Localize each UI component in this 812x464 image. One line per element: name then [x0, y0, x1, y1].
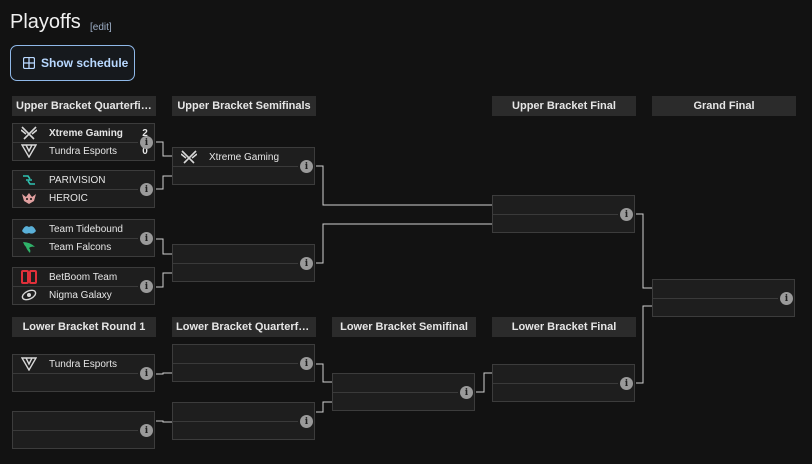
connector-lbsf — [476, 372, 492, 393]
tundra-esports-logo-icon — [21, 143, 37, 159]
team-row[interactable]: Xtreme Gaming — [173, 148, 279, 166]
team-name: Tundra Esports — [49, 145, 117, 157]
team-name: HEROIC — [49, 192, 88, 204]
header-upper-bracket-semifinals: Upper Bracket Semifinals — [172, 96, 316, 116]
team-row[interactable]: HEROIC — [13, 189, 88, 207]
xtreme-gaming-logo-icon — [181, 149, 197, 165]
tundra-esports-logo-icon — [21, 356, 37, 372]
team-row[interactable]: Tundra Esports — [13, 142, 117, 160]
match-lower-semifinal[interactable]: i — [332, 373, 475, 411]
connector-lbr1a — [156, 372, 172, 375]
connector-ubf — [636, 213, 652, 289]
match-info-icon[interactable]: i — [460, 386, 473, 399]
match-lbqf-2[interactable]: i — [172, 402, 315, 440]
match-lower-final[interactable]: i — [492, 364, 635, 402]
match-info-icon[interactable]: i — [140, 232, 153, 245]
match-lbr1-1[interactable]: Tundra Esports i — [12, 354, 155, 392]
header-upper-bracket-final: Upper Bracket Final — [492, 96, 636, 116]
page-title: Playoffs — [10, 11, 81, 33]
team-row[interactable]: Tundra Esports — [13, 355, 117, 373]
team-row[interactable]: PARIVISION — [13, 171, 106, 189]
team-row[interactable]: BetBoom Team — [13, 268, 117, 286]
match-info-icon[interactable]: i — [140, 280, 153, 293]
header-lower-bracket-round-1: Lower Bracket Round 1 — [12, 317, 156, 337]
nigma-galaxy-logo-icon — [21, 287, 37, 303]
match-info-icon[interactable]: i — [300, 257, 313, 270]
match-lbqf-1[interactable]: i — [172, 344, 315, 382]
connector-lbf — [636, 305, 652, 384]
team-name: Tundra Esports — [49, 358, 117, 370]
team-name: Xtreme Gaming — [49, 127, 123, 139]
team-score: 2 — [142, 127, 148, 139]
connector-ubqf1 — [156, 141, 172, 157]
connector-lbr1b — [156, 420, 172, 423]
match-ubqf-1[interactable]: Xtreme Gaming 2 Tundra Esports 0 i — [12, 123, 155, 161]
team-row[interactable]: Xtreme Gaming — [13, 124, 123, 142]
match-grand-final[interactable]: i — [652, 279, 795, 317]
header-lower-bracket-semifinal: Lower Bracket Semifinal — [332, 317, 476, 337]
team-name: BetBoom Team — [49, 271, 118, 283]
match-info-icon[interactable]: i — [140, 136, 153, 149]
connector-ubqf3 — [156, 238, 172, 255]
team-score: 0 — [142, 145, 148, 157]
team-falcons-logo-icon — [21, 239, 37, 255]
match-ubqf-2[interactable]: PARIVISION HEROIC i — [12, 170, 155, 208]
match-info-icon[interactable]: i — [140, 367, 153, 380]
team-name: Nigma Galaxy — [49, 289, 112, 301]
xtreme-gaming-logo-icon — [21, 125, 37, 141]
match-info-icon[interactable]: i — [140, 183, 153, 196]
connector-ubsf1 — [316, 165, 492, 206]
match-info-icon[interactable]: i — [300, 357, 313, 370]
match-ubqf-3[interactable]: Team Tidebound Team Falcons i — [12, 219, 155, 257]
team-row[interactable]: Nigma Galaxy — [13, 286, 112, 304]
team-name: Team Falcons — [49, 241, 112, 253]
header-upper-bracket-quarterfinals: Upper Bracket Quarterfin... — [12, 96, 156, 116]
match-info-icon[interactable]: i — [620, 377, 633, 390]
header-grand-final: Grand Final — [652, 96, 796, 116]
connector-ubqf2 — [156, 175, 172, 190]
heroic-logo-icon — [21, 190, 37, 206]
match-ubsf-2[interactable]: i — [172, 244, 315, 282]
connector-lbqf2 — [316, 401, 332, 413]
team-name: Team Tidebound — [49, 223, 123, 235]
connector-ubqf4 — [156, 272, 172, 288]
match-lbr1-2[interactable]: i — [12, 411, 155, 449]
team-row[interactable]: Team Falcons — [13, 238, 111, 256]
show-schedule-label: Show schedule — [41, 56, 129, 70]
table-icon — [23, 57, 35, 69]
match-info-icon[interactable]: i — [300, 160, 313, 173]
match-info-icon[interactable]: i — [620, 208, 633, 221]
header-lower-bracket-quarterfinals: Lower Bracket Quarterfin... — [172, 317, 316, 337]
connector-lbqf1 — [316, 363, 332, 383]
team-name: PARIVISION — [49, 174, 106, 186]
team-name: Xtreme Gaming — [209, 151, 280, 163]
team-tidebound-logo-icon — [21, 221, 37, 237]
connector-ubsf2 — [316, 223, 492, 264]
match-info-icon[interactable]: i — [300, 415, 313, 428]
match-info-icon[interactable]: i — [140, 424, 153, 437]
parivision-logo-icon — [21, 172, 37, 188]
match-upper-final[interactable]: i — [492, 195, 635, 233]
match-ubsf-1[interactable]: Xtreme Gaming i — [172, 147, 315, 185]
match-info-icon[interactable]: i — [780, 292, 793, 305]
team-row[interactable]: Team Tidebound — [13, 220, 123, 238]
edit-link[interactable]: [edit] — [90, 22, 112, 33]
betboom-team-logo-icon — [21, 269, 37, 285]
show-schedule-button[interactable]: Show schedule — [10, 45, 135, 81]
match-ubqf-4[interactable]: BetBoom Team Nigma Galaxy i — [12, 267, 155, 305]
header-lower-bracket-final: Lower Bracket Final — [492, 317, 636, 337]
